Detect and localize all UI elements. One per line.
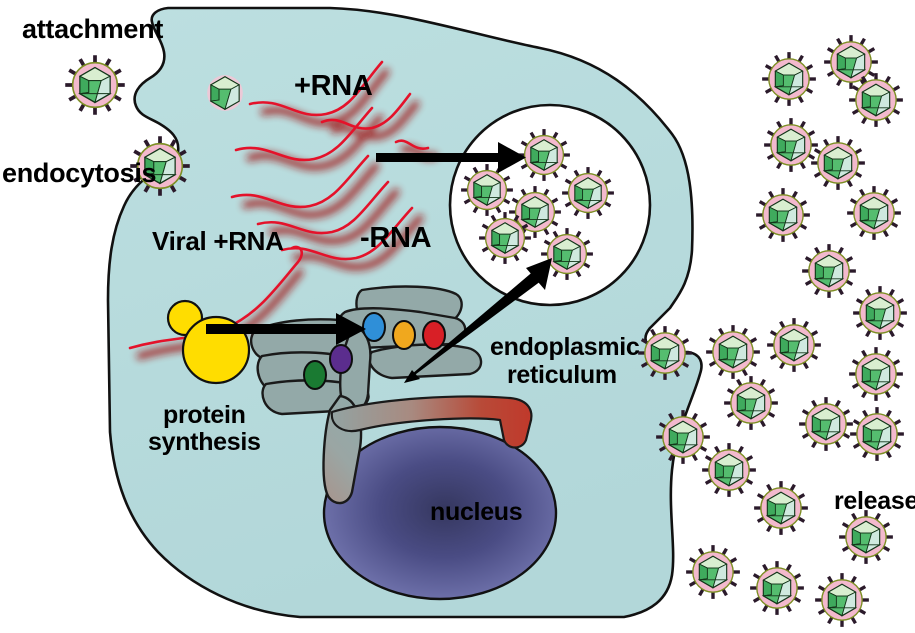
protein-dot-orange [392, 320, 416, 350]
virus-particle [761, 51, 817, 107]
label-release: release [834, 487, 915, 515]
virus-particle [810, 135, 866, 191]
protein-dot-red [422, 320, 446, 350]
virus-particle [685, 544, 741, 600]
label-minus-rna: -RNA [360, 222, 432, 254]
protein-dot-purple [329, 344, 353, 374]
label-endoplasmic-reticulum-1: endoplasmic [490, 333, 640, 361]
label-endocytosis: endocytosis [2, 158, 157, 188]
label-nucleus: nucleus [430, 498, 523, 526]
virus-particle [838, 509, 894, 565]
label-protein-synthesis-1: protein [163, 401, 246, 429]
virus-particle [849, 406, 905, 462]
virus-particle [763, 117, 819, 173]
protein-dot-green [303, 360, 327, 390]
arrow-rna-to-vesicle [376, 142, 526, 173]
virus-particle [801, 243, 857, 299]
nucleus-shape [322, 425, 558, 601]
virus-uncoated-capsid [206, 74, 244, 112]
virus-particle [749, 560, 805, 616]
virus-particle [723, 375, 779, 431]
process-arrows [206, 142, 552, 383]
label-plus-rna: +RNA [294, 70, 373, 102]
virus-particle [705, 324, 761, 380]
virus-attachment [64, 54, 126, 116]
label-viral-plus-rna: Viral +RNA [152, 226, 284, 256]
virus-particle [753, 480, 809, 536]
label-attachment: attachment [22, 14, 164, 44]
virus-particle [848, 346, 904, 402]
virus-particle [814, 572, 870, 628]
virus-particle [701, 442, 757, 498]
arrow-er-to-vesicle [404, 258, 552, 383]
rough-er-red-arm [330, 395, 533, 449]
virus-particle [766, 317, 822, 373]
label-endoplasmic-reticulum-2: reticulum [507, 361, 617, 389]
arrow-ribosome-to-er [206, 313, 366, 345]
label-protein-synthesis-2: synthesis [148, 428, 261, 456]
protein-dot-blue [362, 312, 386, 342]
er-protein-dots [303, 312, 446, 390]
virus-particle [852, 285, 908, 341]
virus-particle [846, 185, 902, 241]
virus-particle [798, 396, 854, 452]
virus-particle [755, 187, 811, 243]
released-virus-group [637, 34, 908, 628]
